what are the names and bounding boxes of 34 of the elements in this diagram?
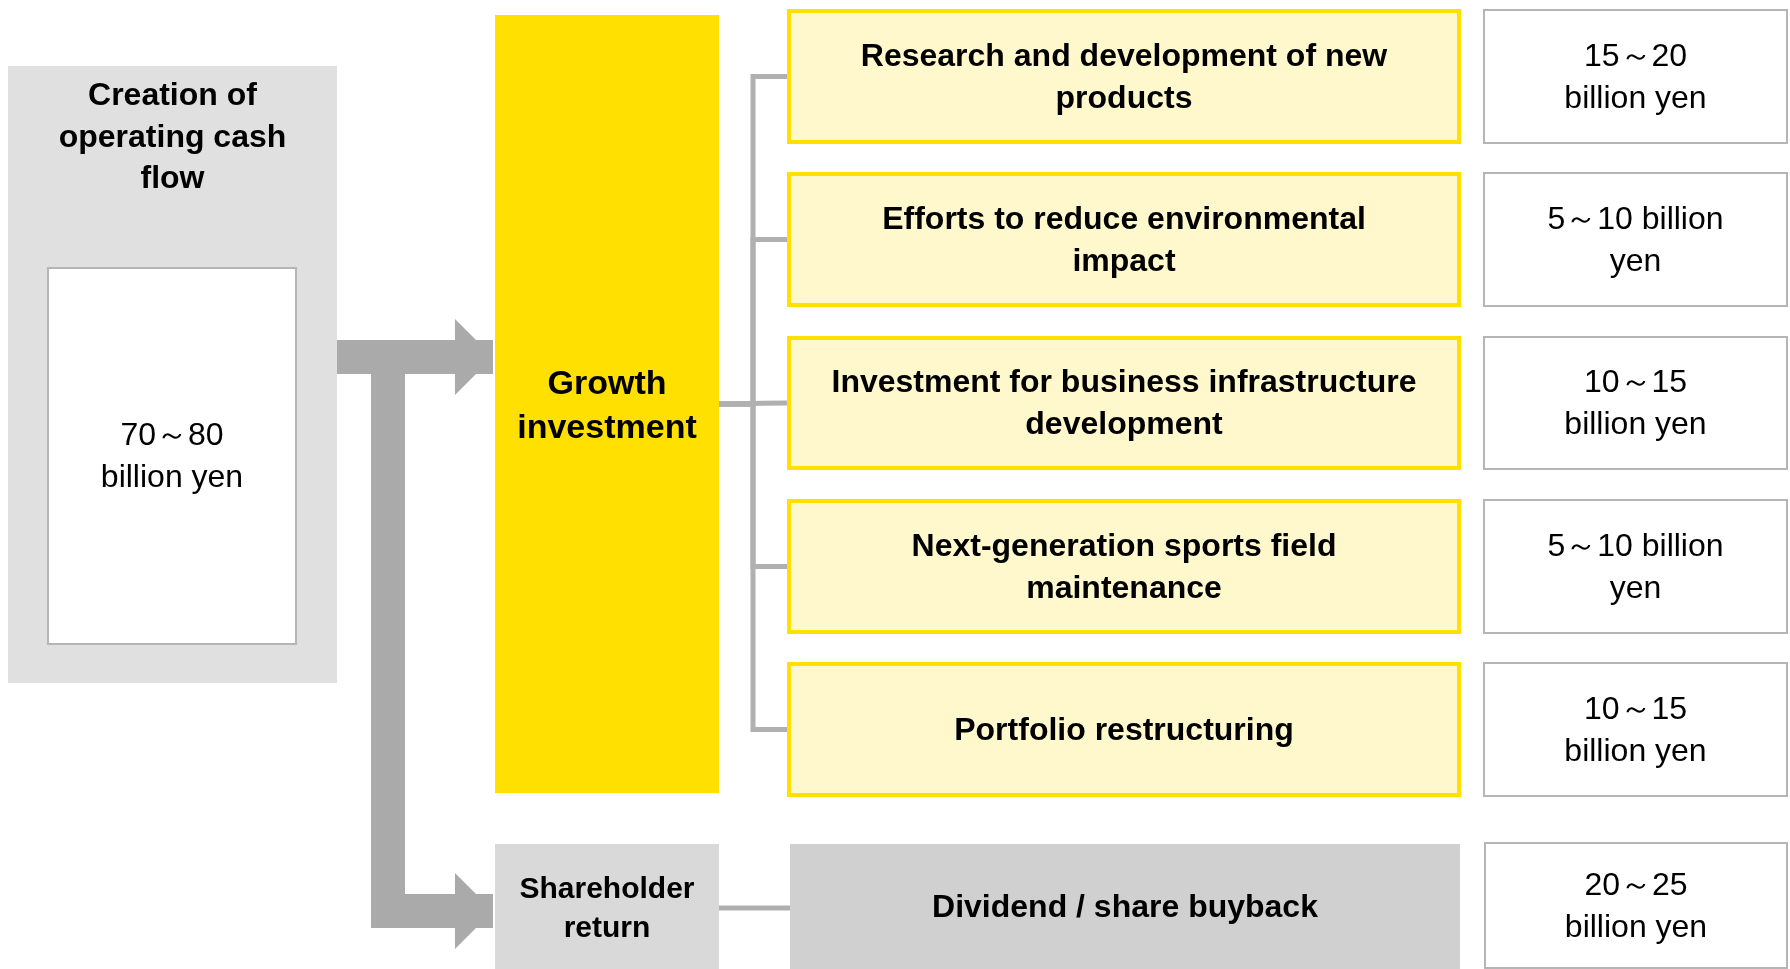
box-label: Efforts to reduce environmental impact [881,198,1367,280]
amount-label: 20～25 billion yen [1563,864,1709,946]
amount-label: 10～15 billion yen [1563,688,1708,770]
amount-label: 5～10 billion yen [1546,525,1725,607]
box-label: Next-generation sports field maintenance [910,525,1338,607]
amount-label: 10～15 billion yen [1563,362,1708,443]
amount-box [1483,336,1788,470]
box-label: Research and development of new products [859,35,1389,117]
category-box [495,844,719,969]
amount-box [1483,662,1788,797]
process-box [787,172,1461,307]
process-box [787,662,1461,797]
box-label: Investment for business infrastructure development [830,362,1418,443]
amount-label: 5～10 billion yen [1546,198,1725,280]
category-panel [8,66,337,683]
connector-line [719,401,787,732]
box-label: Dividend / share buyback [932,886,1318,926]
process-box [787,9,1461,144]
box-label: Growth investment [516,361,698,447]
category-box [495,15,719,793]
amount-box [1484,842,1788,969]
box-label: Creation of operating cash flow [57,75,288,198]
process-box [790,844,1460,969]
box-label: Portfolio restructuring [954,709,1294,749]
amount-box [1483,9,1788,144]
amount-label: 70～80 billion yen [99,415,245,496]
amount-box [47,267,297,645]
process-box [787,499,1461,634]
amount-box [1483,172,1788,307]
box-label: Shareholder return [518,869,696,945]
connector-line [719,905,790,911]
amount-box [1483,499,1788,634]
process-box [787,336,1461,470]
amount-label: 15～20 billion yen [1563,35,1708,117]
